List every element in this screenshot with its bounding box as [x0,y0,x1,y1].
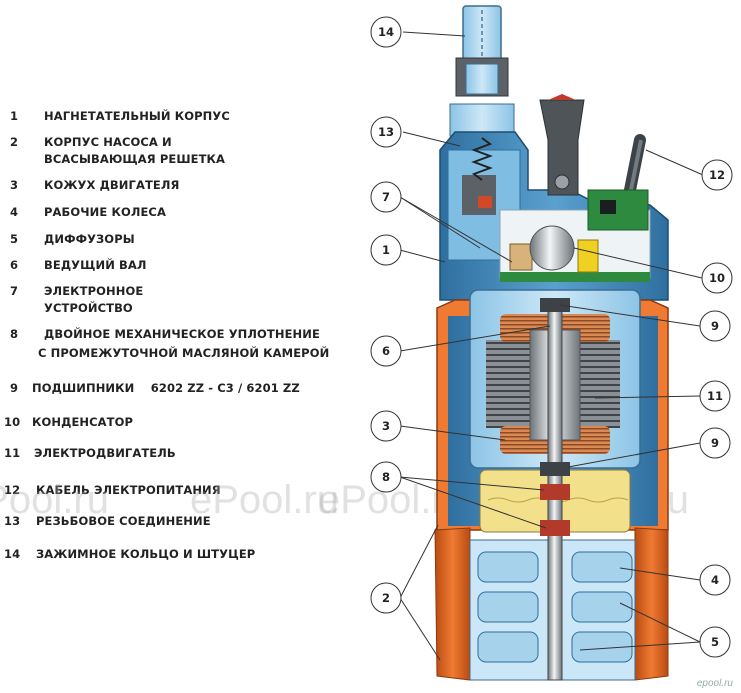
svg-text:5: 5 [711,635,719,649]
callout-4: 4 [699,564,731,596]
svg-text:9: 9 [711,319,719,333]
svg-text:12: 12 [709,168,725,182]
site-logo: epool.ru [696,678,733,689]
svg-text:3: 3 [382,419,390,433]
legend-number: 9 [10,381,19,395]
svg-text:6: 6 [382,344,390,358]
callout-9-upper: 9 [699,310,731,342]
legend-text: УСТРОЙСТВО [44,301,133,315]
legend-text: КАБЕЛЬ ЭЛЕКТРОПИТАНИЯ [36,483,221,497]
legend-text: ДИФФУЗОРЫ [44,232,135,246]
legend-number: 1 [10,109,19,123]
svg-text:9: 9 [711,436,719,450]
watermark: ePool.ru [0,478,109,522]
electronic-device [499,189,651,282]
legend-text: КОНДЕНСАТОР [32,415,134,429]
legend-number: 11 [4,446,21,460]
legend-number: 10 [4,415,21,429]
legend-number: 2 [10,135,19,149]
callouts: 14 13 12 7 1 10 9 6 11 3 9 8 4 2 5 [370,16,733,658]
callout-3: 3 [370,410,402,442]
watermark: ePool.ru [190,478,339,522]
drive-shaft [540,298,570,681]
callout-11: 11 [699,380,731,412]
legend-text: ЭЛЕКТРОННОЕ [44,284,144,298]
callout-13: 13 [370,116,402,148]
legend-text: РЕЗЬБОВОЕ СОЕДИНЕНИЕ [36,514,211,528]
legend-text: ВЕДУЩИЙ ВАЛ [44,258,147,272]
svg-text:8: 8 [382,470,390,484]
legend-text: РАБОЧИЕ КОЛЕСА [44,205,166,219]
leader-lines [399,31,704,661]
callout-10: 10 [701,262,733,294]
callout-8: 8 [370,461,402,493]
svg-text:14: 14 [378,25,394,39]
legend-text: НАГНЕТАТЕЛЬНЫЙ КОРПУС [44,109,230,123]
callout-2: 2 [370,582,402,614]
callout-6: 6 [370,335,402,367]
svg-text:10: 10 [709,271,725,285]
capacitor [529,225,599,273]
callout-12: 12 [701,159,733,191]
legend-text: ДВОЙНОЕ МЕХАНИЧЕСКОЕ УПЛОТНЕНИЕ [44,327,320,341]
callout-9-lower: 9 [699,427,731,459]
outlet-nipple [449,5,515,137]
legend-text: ПОДШИПНИКИ 6202 ZZ - C3 / 6201 ZZ [32,381,300,395]
legend-text: С ПРОМЕЖУТОЧНОЙ МАСЛЯНОЙ КАМЕРОЙ [38,346,330,360]
legend-number: 8 [10,327,19,341]
legend-text: ВСАСЫВАЮЩАЯ РЕШЕТКА [44,152,226,166]
svg-text:4: 4 [711,573,719,587]
legend-text: ЭЛЕКТРОДВИГАТЕЛЬ [34,446,176,460]
callout-5: 5 [699,626,731,658]
svg-text:7: 7 [382,190,390,204]
legend-number: 3 [10,178,19,192]
legend-number: 13 [4,514,21,528]
legend-number: 5 [10,232,19,246]
legend-number: 12 [4,483,21,497]
svg-text:2: 2 [382,591,390,605]
callout-14: 14 [370,16,402,48]
legend-text: ЗАЖИМНОЕ КОЛЬЦО И ШТУЦЕР [36,547,256,561]
legend-text: КОЖУХ ДВИГАТЕЛЯ [44,178,180,192]
legend-number: 7 [10,284,19,298]
svg-text:13: 13 [378,125,394,139]
legend-text: КОРПУС НАСОСА И [44,135,172,149]
callout-7: 7 [370,181,402,213]
svg-text:11: 11 [707,389,723,403]
legend-number: 14 [4,547,21,561]
legend-number: 6 [10,258,19,272]
impeller-stack [477,551,633,663]
handle [539,94,585,196]
svg-text:1: 1 [382,243,390,257]
legend-number: 4 [10,205,19,219]
callout-1: 1 [370,234,402,266]
